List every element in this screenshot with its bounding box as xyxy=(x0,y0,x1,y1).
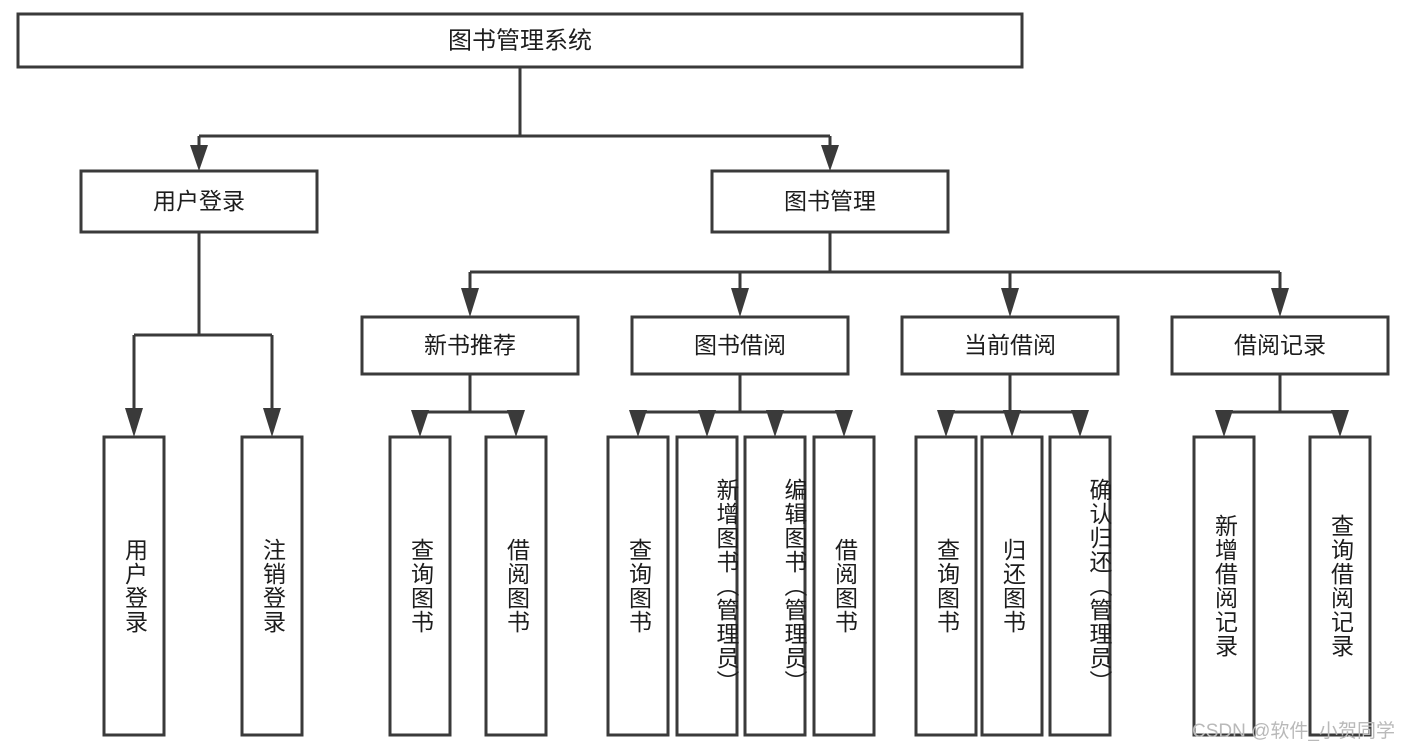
watermark: CSDN @软件_小贺同学 xyxy=(1192,721,1395,742)
arrow-book-borrow-leaf1-icon xyxy=(629,410,647,437)
node-current-borrow-label: 当前借阅 xyxy=(964,332,1056,358)
arrow-borrow-record-leaf1-icon xyxy=(1215,410,1233,437)
arrow-to-current-borrow-icon xyxy=(1001,288,1019,317)
arrow-current-borrow-leaf3-icon xyxy=(1071,410,1089,437)
arrow-user-login-leaf2-icon xyxy=(263,408,281,437)
node-current-borrow-box[interactable] xyxy=(900,315,1120,376)
arrow-borrow-record-leaf2-icon xyxy=(1331,410,1349,437)
leaf-box-book-borrow-1[interactable] xyxy=(606,435,670,737)
leaf-box-new-book-1[interactable] xyxy=(388,435,452,737)
connector-group xyxy=(125,67,1349,437)
leaf-box-current-borrow-3[interactable] xyxy=(1048,435,1112,737)
node-new-book-recommend-label: 新书推荐 xyxy=(424,332,516,358)
node-book-borrow-box[interactable] xyxy=(630,315,850,376)
arrow-new-book-leaf1-icon xyxy=(411,410,429,437)
node-book-borrow-label: 图书借阅 xyxy=(694,332,786,358)
node-borrow-record-box[interactable] xyxy=(1170,315,1390,376)
leaf-box-book-borrow-2[interactable] xyxy=(675,435,739,737)
arrow-new-book-leaf2-icon xyxy=(507,410,525,437)
node-book-management[interactable]: 图书管理 xyxy=(710,169,950,234)
arrow-to-user-login-icon xyxy=(190,145,208,171)
node-borrow-record[interactable]: 借阅记录 xyxy=(1170,315,1390,376)
node-book-management-box[interactable] xyxy=(710,169,950,234)
arrow-book-borrow-leaf2-icon xyxy=(698,410,716,437)
node-book-borrow[interactable]: 图书借阅 xyxy=(630,315,850,376)
node-new-book-recommend[interactable]: 新书推荐 xyxy=(360,315,580,376)
node-root-box[interactable] xyxy=(16,12,1024,69)
arrow-to-book-borrow-icon xyxy=(731,288,749,317)
node-user-login-label: 用户登录 xyxy=(153,188,245,214)
node-book-management-label: 图书管理 xyxy=(784,188,876,214)
leaf-box-user-login-1[interactable] xyxy=(102,435,166,737)
node-user-login[interactable]: 用户登录 xyxy=(79,169,319,234)
arrow-book-borrow-leaf4-icon xyxy=(835,410,853,437)
arrow-current-borrow-leaf2-icon xyxy=(1003,410,1021,437)
arrow-current-borrow-leaf1-icon xyxy=(937,410,955,437)
node-user-login-box[interactable] xyxy=(79,169,319,234)
leaf-box-book-borrow-3[interactable] xyxy=(743,435,807,737)
arrow-book-borrow-leaf3-icon xyxy=(766,410,784,437)
leaf-box-borrow-record-1[interactable] xyxy=(1192,435,1256,737)
node-root-label: 图书管理系统 xyxy=(448,27,592,54)
arrow-user-login-leaf1-icon xyxy=(125,408,143,437)
node-borrow-record-label: 借阅记录 xyxy=(1234,332,1326,358)
leaf-box-borrow-record-2[interactable] xyxy=(1308,435,1372,737)
arrow-to-book-mgmt-icon xyxy=(821,145,839,171)
leaf-box-book-borrow-4[interactable] xyxy=(812,435,876,737)
arrow-to-borrow-record-icon xyxy=(1271,288,1289,317)
node-current-borrow[interactable]: 当前借阅 xyxy=(900,315,1120,376)
leaf-box-user-login-2[interactable] xyxy=(240,435,304,737)
leaf-box-current-borrow-1[interactable] xyxy=(914,435,978,737)
node-new-book-recommend-box[interactable] xyxy=(360,315,580,376)
node-root[interactable]: 图书管理系统 xyxy=(16,12,1024,69)
leaf-box-current-borrow-2[interactable] xyxy=(980,435,1044,737)
arrow-to-new-book-icon xyxy=(461,288,479,317)
leaf-box-new-book-2[interactable] xyxy=(484,435,548,737)
leaf-box-group xyxy=(102,435,1372,737)
